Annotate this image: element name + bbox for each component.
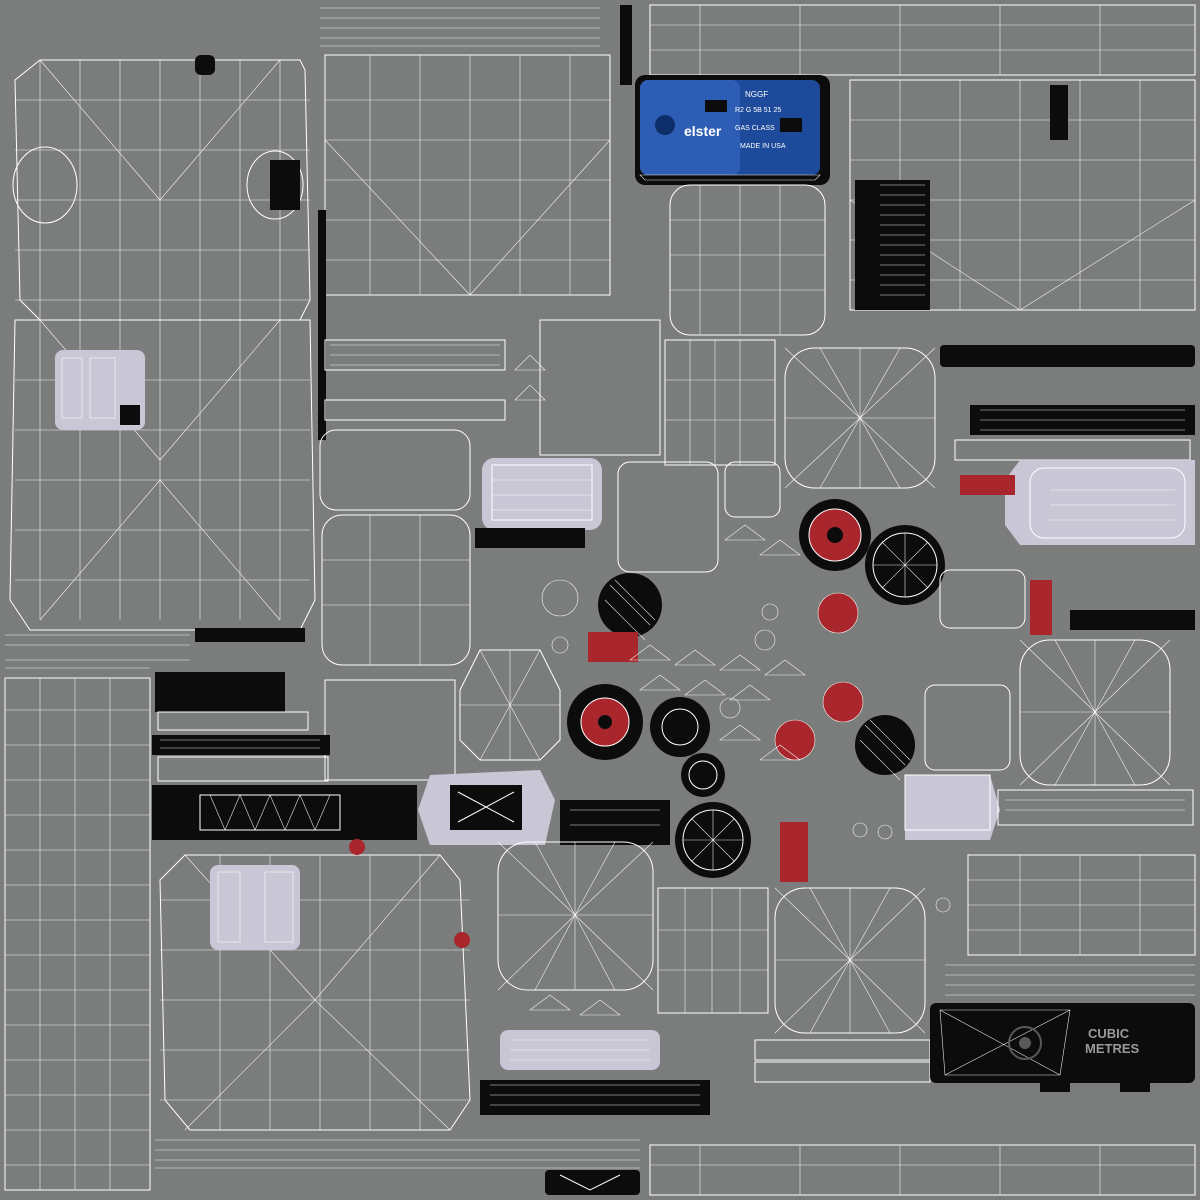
side-face-panel xyxy=(849,79,1196,311)
nameplate-line-3: GAS CLASS xyxy=(735,125,775,132)
strip-rows-left xyxy=(5,628,305,669)
radial-dish-upper xyxy=(784,347,936,489)
nameplate-brand: elster xyxy=(684,123,722,139)
display-label-line-1: CUBIC xyxy=(1088,1026,1130,1041)
display-label-line-2: METRES xyxy=(1085,1041,1140,1056)
gasket-shapes-center xyxy=(319,319,781,781)
strip-rows-bottom xyxy=(155,854,1196,1196)
strip-rows-top xyxy=(320,4,1196,76)
black-trim-bars-right xyxy=(940,345,1195,630)
bezel-lavender-right xyxy=(1005,460,1195,545)
radial-dish-lower-right xyxy=(657,887,926,1034)
radial-dish-right xyxy=(924,569,1171,786)
meter-nameplate: elster NGGF R2 G 5B 51 25 GAS CLASS MADE… xyxy=(635,75,830,185)
housing-shell-top-left xyxy=(9,55,316,631)
housing-shell-bottom xyxy=(159,839,471,1131)
bezel-lavender-center xyxy=(418,770,1194,845)
meter-display-panel: CUBIC METRES xyxy=(930,1003,1195,1092)
dial-wheels-cluster xyxy=(567,499,945,878)
nameplate-line-2: R2 G 5B 51 25 xyxy=(735,107,781,114)
small-fan-parts xyxy=(514,354,951,1016)
nameplate-line-4: MADE IN USA xyxy=(740,143,786,150)
elster-logo-icon xyxy=(655,115,675,135)
radial-dish-lower-left xyxy=(497,841,654,991)
trim-bars-left-mid xyxy=(152,672,417,840)
grid-panel-left xyxy=(4,677,151,1191)
front-face-panel xyxy=(318,5,632,440)
dial-ring-icon xyxy=(1008,1026,1042,1060)
glass-window-top xyxy=(669,184,826,336)
nameplate-line-top: NGGF xyxy=(745,90,768,99)
